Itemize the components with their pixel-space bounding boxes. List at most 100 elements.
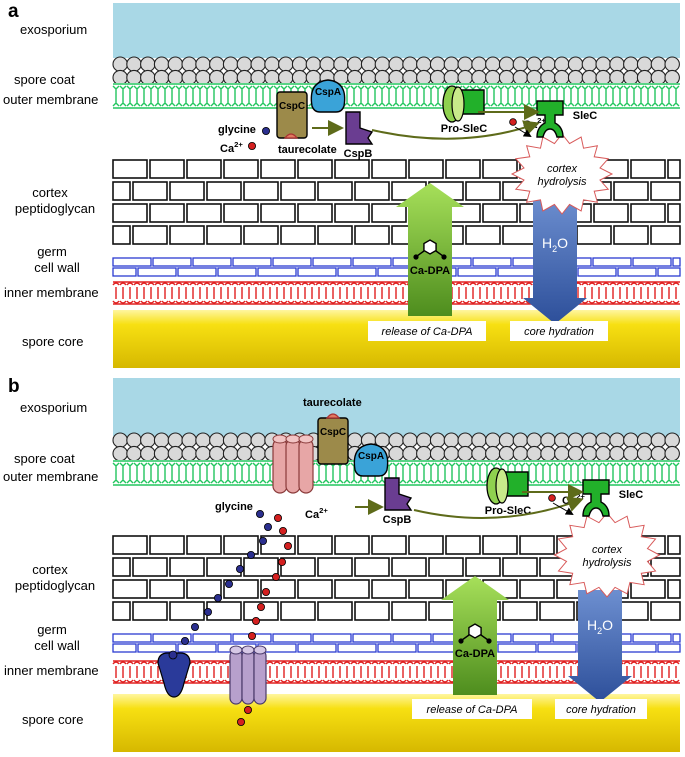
- release-ca-dpa-caption: release of Ca-DPA: [427, 704, 518, 716]
- dpa-ring-icon: [468, 623, 482, 639]
- coat-particle: [374, 69, 391, 86]
- pro-slec-label: Pro-SleC: [441, 123, 488, 135]
- coat-particle: [581, 445, 598, 462]
- coat-particle: [167, 56, 184, 72]
- coat-particle: [443, 432, 460, 448]
- cortex-brick: [112, 601, 131, 621]
- cortex-brick: [482, 535, 518, 555]
- cortex-brick: [297, 535, 333, 555]
- coat-particle: [554, 56, 570, 72]
- coat-particle: [471, 445, 487, 462]
- cortex-brick: [223, 203, 259, 223]
- cortex-brick: [371, 159, 407, 179]
- germ-wall-brick: [112, 257, 152, 267]
- coat-particle: [126, 69, 142, 86]
- coat-particle: [236, 432, 253, 448]
- coat-particle: [650, 432, 667, 448]
- coat-particle: [278, 56, 294, 72]
- cortex-brick: [206, 601, 242, 621]
- cortex-brick: [667, 159, 681, 179]
- cortex-brick: [354, 557, 390, 577]
- coat-particle: [181, 432, 197, 448]
- cortex-hydrolysis-label: hydrolysis: [583, 557, 632, 569]
- coat-particle: [388, 445, 404, 462]
- taurecolate-molecule: [325, 413, 341, 419]
- coat-particle: [388, 69, 404, 86]
- coat-particle: [554, 445, 570, 462]
- coat-particle: [457, 445, 473, 462]
- cortex-brick: [371, 203, 407, 223]
- coat-particle: [416, 445, 432, 462]
- cortex-brick: [667, 579, 681, 599]
- coat-particle: [195, 56, 211, 72]
- coat-particle: [457, 56, 473, 72]
- calcium-dot: [243, 706, 252, 715]
- coat-channel-subunit: [285, 438, 301, 494]
- cortex-brick: [630, 579, 666, 599]
- germ-wall-brick: [152, 633, 192, 643]
- coat-particle: [485, 56, 501, 72]
- cortex-brick: [186, 579, 222, 599]
- coat-particle: [512, 432, 529, 448]
- exosporium-layer: [113, 378, 680, 436]
- spore-coat-layer: [112, 56, 680, 86]
- coat-particle: [623, 56, 639, 72]
- pathway-arrow: [552, 502, 574, 516]
- cspb-protein: [345, 111, 374, 145]
- coat-particle: [554, 432, 570, 448]
- germ-wall-brick: [592, 257, 632, 267]
- cortex-brick: [317, 225, 353, 245]
- coat-particle: [195, 69, 211, 86]
- cortex-brick: [132, 601, 168, 621]
- glycine-dot: [263, 523, 272, 532]
- cortex-brick: [280, 557, 316, 577]
- germ-cell-wall-layer: [112, 257, 681, 277]
- coat-particle: [636, 56, 653, 72]
- label-exosporium: exosporium: [20, 400, 87, 415]
- coat-particle: [567, 69, 584, 86]
- calcium-label: Ca2+: [220, 140, 243, 155]
- coat-particle: [540, 56, 556, 72]
- label-spore-coat: spore coat: [14, 72, 75, 87]
- coat-particle: [181, 445, 197, 462]
- coat-particle: [664, 432, 680, 448]
- germ-wall-brick: [297, 267, 337, 277]
- dpa-oxygen-icon: [441, 254, 447, 260]
- cortex-brick: [317, 557, 353, 577]
- inner-membrane-layer: [112, 281, 680, 305]
- inner-membrane-channel-subunit: [229, 649, 243, 705]
- coat-particle: [222, 432, 239, 448]
- calcium-dot: [247, 632, 256, 641]
- cortex-brick: [465, 557, 501, 577]
- cortex-brick: [223, 535, 259, 555]
- cortex-brick: [243, 601, 279, 621]
- coat-particle: [140, 432, 156, 448]
- coat-particle: [153, 432, 170, 448]
- coat-particle: [222, 445, 239, 462]
- germ-wall-brick: [497, 643, 537, 653]
- cortex-brick: [371, 535, 407, 555]
- coat-particle: [526, 69, 542, 86]
- coat-particle: [112, 432, 128, 448]
- coat-particle: [374, 56, 391, 72]
- coat-particle: [236, 69, 253, 86]
- coat-particle: [609, 56, 625, 72]
- cortex-brick: [354, 601, 390, 621]
- cortex-brick: [260, 203, 296, 223]
- cspc-label: CspC: [320, 427, 346, 438]
- label-cell-wall: cell wall: [34, 260, 80, 275]
- label-inner-membrane: inner membrane: [4, 663, 99, 678]
- cortex-brick: [519, 535, 555, 555]
- coat-particle: [126, 56, 142, 72]
- cortex-brick: [149, 159, 185, 179]
- coat-particle: [278, 69, 294, 86]
- label-inner-membrane: inner membrane: [4, 285, 99, 300]
- germ-wall-brick: [337, 643, 377, 653]
- coat-particle: [443, 445, 460, 462]
- hydration-caption-box: [510, 321, 608, 341]
- calcium-label-text: Ca2+: [305, 506, 328, 521]
- cortex-brick: [465, 181, 501, 201]
- coat-particle: [167, 432, 184, 448]
- coat-particle: [209, 69, 225, 86]
